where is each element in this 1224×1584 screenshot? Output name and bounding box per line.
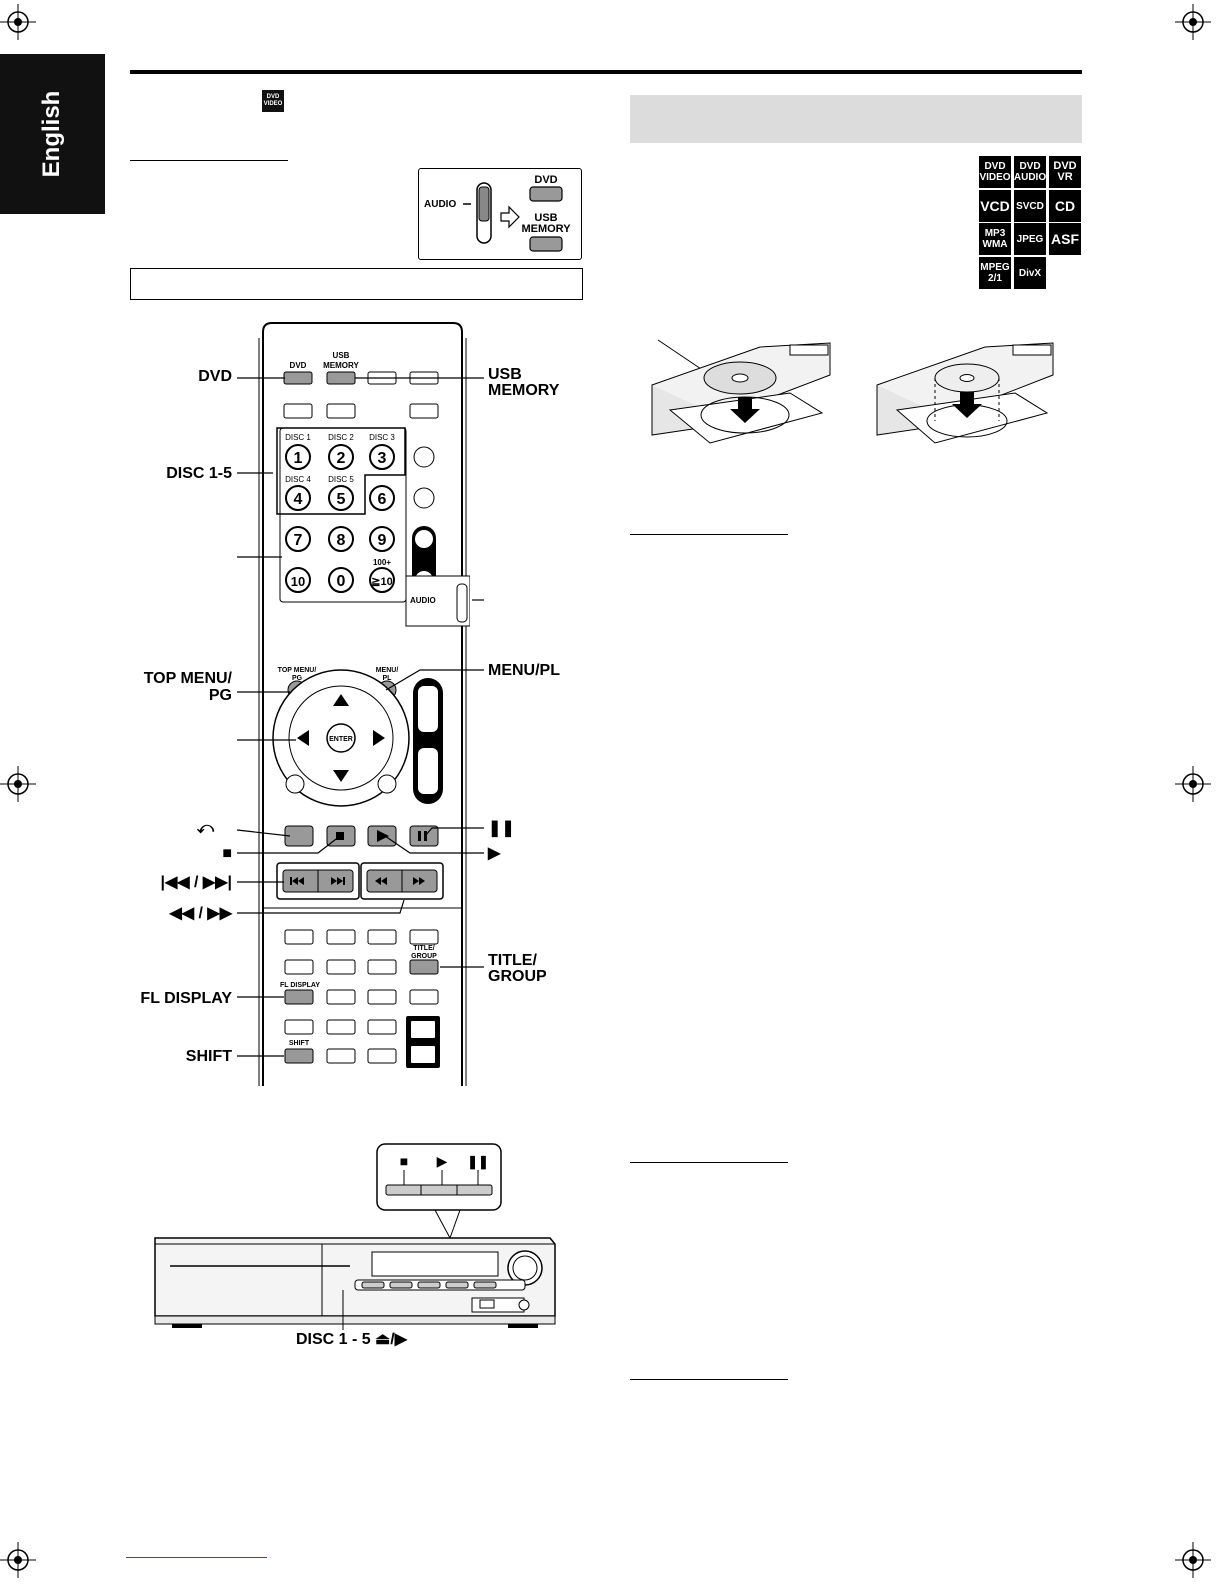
footer-rule	[126, 1557, 267, 1558]
svg-text:ENTER: ENTER	[329, 736, 353, 743]
svg-text:DISC 1: DISC 1	[285, 433, 311, 442]
section-underline-right-1	[630, 534, 788, 535]
registration-mark-top-left	[0, 4, 36, 40]
callout-title-group-2: GROUP	[488, 968, 547, 985]
registration-mark-mid-left	[0, 766, 36, 802]
format-icon-dvd-audio: DVD AUDIO	[1014, 156, 1046, 188]
registration-mark-top-right	[1175, 4, 1211, 40]
format-icon-cd: CD	[1049, 190, 1081, 222]
svg-text:100+: 100+	[373, 558, 391, 567]
callout-fl-display: FL DISPLAY	[140, 990, 232, 1007]
svg-text:7: 7	[294, 532, 303, 549]
note-box	[130, 268, 583, 300]
format-icon-mpeg: MPEG 2/1	[979, 257, 1011, 289]
svg-text:❚❚: ❚❚	[467, 1154, 489, 1170]
svg-text:DISC 4: DISC 4	[285, 475, 311, 484]
top-rule	[130, 70, 1082, 74]
svg-text:≧10: ≧10	[371, 576, 392, 588]
svg-text:PL: PL	[383, 675, 393, 682]
section-header-bar	[630, 95, 1082, 143]
svg-text:5: 5	[337, 491, 346, 508]
disc-loading-illustration-2	[876, 342, 1054, 444]
registration-mark-mid-right	[1175, 766, 1211, 802]
svg-text:8: 8	[337, 532, 346, 549]
callout-top-menu-2: PG	[208, 687, 232, 704]
dvd-video-icon: DVD VIDEO	[262, 90, 284, 112]
section-underline-left	[130, 160, 288, 161]
main-unit-illustration: ■ ▶ ❚❚	[154, 1143, 556, 1330]
section-underline-right-3	[630, 1379, 788, 1380]
svg-text:DISC 3: DISC 3	[369, 433, 395, 442]
svg-text:DISC 2: DISC 2	[328, 433, 354, 442]
callout-menu-pl: MENU/PL	[488, 662, 560, 679]
callout-search: ◀◀ / ▶▶	[169, 905, 232, 922]
svg-text:MEMORY: MEMORY	[323, 361, 359, 370]
callout-dvd: DVD	[198, 368, 232, 385]
svg-text:GROUP: GROUP	[411, 953, 437, 960]
svg-text:SHIFT: SHIFT	[289, 1040, 310, 1047]
callout-disc-eject: DISC 1 - 5 ⏏/▶	[296, 1331, 407, 1348]
callout-usb-memory-2: MEMORY	[488, 382, 560, 399]
format-icon-mp3-wma: MP3 WMA	[979, 223, 1011, 255]
audio-switch-dvd-label: DVD	[534, 174, 557, 186]
format-icon-dvd-vr: DVD VR	[1049, 156, 1081, 188]
svg-text:DVD: DVD	[290, 361, 307, 370]
svg-text:USB: USB	[534, 212, 557, 224]
registration-mark-bottom-right	[1175, 1542, 1211, 1578]
callout-return: ⤺	[196, 820, 214, 837]
svg-text:PG: PG	[292, 675, 303, 682]
format-icon-jpeg: JPEG	[1014, 223, 1046, 255]
callout-title-group-1: TITLE/	[488, 952, 537, 969]
callout-shift: SHIFT	[185, 1048, 232, 1065]
svg-text:10: 10	[291, 574, 305, 589]
audio-switch-audio-label: AUDIO	[424, 199, 456, 210]
svg-text:MEMORY: MEMORY	[521, 223, 571, 235]
callout-top-menu-1: TOP MENU/	[143, 670, 232, 687]
svg-text:TOP MENU/: TOP MENU/	[278, 667, 317, 674]
disc-loading-illustration-1	[651, 339, 831, 444]
section-underline-right-2	[630, 1162, 788, 1163]
svg-text:6: 6	[378, 491, 387, 508]
format-icon-svcd: SVCD	[1014, 190, 1046, 222]
audio-switch-illustration: AUDIO DVD USB MEMORY	[418, 168, 582, 260]
format-icon-asf: ASF	[1049, 223, 1081, 255]
svg-text:9: 9	[378, 532, 387, 549]
callout-pause: ❚❚	[488, 820, 515, 837]
callout-disc-1-5: DISC 1-5	[166, 465, 232, 482]
svg-text:0: 0	[337, 573, 346, 590]
svg-text:USB: USB	[333, 351, 350, 360]
format-icon-divx: DivX	[1014, 257, 1046, 289]
registration-mark-bottom-left	[0, 1542, 36, 1578]
format-icon-dvd-video: DVD VIDEO	[979, 156, 1011, 188]
svg-text:1: 1	[294, 450, 303, 467]
svg-text:2: 2	[337, 450, 346, 467]
svg-text:■: ■	[400, 1153, 408, 1169]
callout-play: ▶	[488, 845, 501, 862]
remote-leader-lines	[236, 377, 484, 1057]
svg-text:TITLE/: TITLE/	[413, 945, 434, 952]
svg-text:FL DISPLAY: FL DISPLAY	[280, 982, 320, 989]
callout-stop: ■	[222, 845, 232, 862]
svg-text:3: 3	[378, 450, 387, 467]
callout-usb-memory-1: USB	[488, 366, 522, 383]
callout-skip: |◀◀ / ▶▶|	[160, 874, 232, 891]
svg-text:DISC 5: DISC 5	[328, 475, 354, 484]
svg-text:4: 4	[294, 491, 303, 508]
remote-control: DVD USB MEMORY DISC 1 DISC 2 DISC 3 DISC…	[258, 322, 470, 1086]
svg-text:AUDIO: AUDIO	[410, 596, 436, 605]
format-icon-vcd: VCD	[979, 190, 1011, 222]
svg-text:▶: ▶	[437, 1153, 448, 1169]
language-tab: English	[0, 54, 105, 214]
svg-text:MENU/: MENU/	[376, 667, 399, 674]
